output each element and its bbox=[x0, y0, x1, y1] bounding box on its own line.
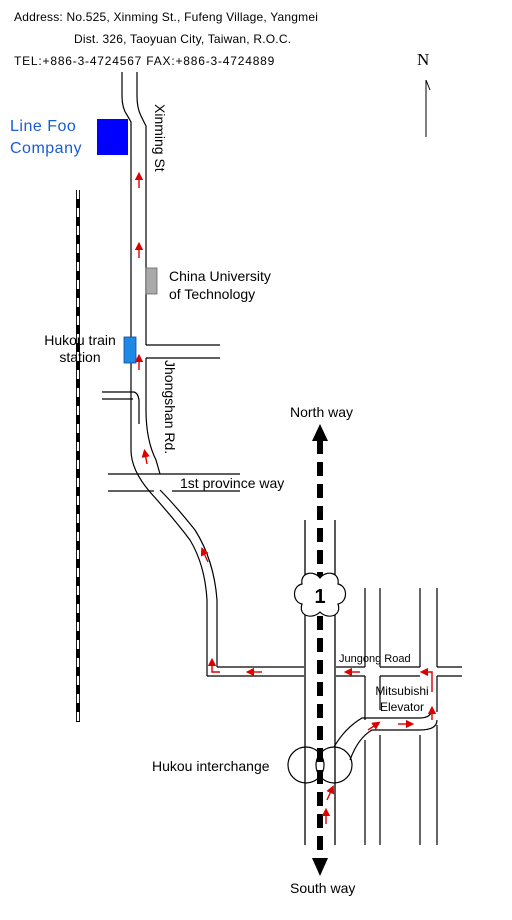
hukou-station-label-line-2: station bbox=[59, 349, 101, 365]
province-way-road bbox=[108, 473, 240, 492]
company-label-line-2: Company bbox=[10, 140, 82, 157]
address-line-1: Address: No.525, Xinming St., Fufeng Vil… bbox=[14, 10, 319, 24]
route-arrow bbox=[419, 667, 433, 692]
mitsubishi-label-line-1: Mitsubishi bbox=[375, 684, 429, 698]
jhongshan-road-label: Jhongshan Rd. bbox=[162, 360, 178, 455]
company-label: Line Foo Company bbox=[10, 116, 82, 160]
compass-north-label: N bbox=[417, 50, 429, 69]
hukou-interchange-ramps bbox=[287, 707, 438, 784]
highway-1 bbox=[304, 424, 336, 876]
china-university-label-line-2: of Technology bbox=[169, 286, 256, 302]
hukou-station-marker bbox=[123, 336, 137, 364]
highway-shield-icon: 1 bbox=[293, 572, 347, 617]
province-way-label: 1st province way bbox=[180, 475, 285, 491]
compass-icon bbox=[425, 79, 431, 137]
china-university-label-line-1: China University bbox=[169, 268, 271, 284]
mitsubishi-label-line-2: Elevator bbox=[379, 700, 425, 714]
route-arrow bbox=[367, 721, 381, 731]
hukou-station-label-line-1: Hukou train bbox=[44, 332, 116, 348]
route-arrow bbox=[207, 657, 220, 673]
highway-shield-number: 1 bbox=[314, 586, 325, 608]
route-arrow bbox=[326, 785, 335, 801]
route-arrow bbox=[200, 547, 209, 563]
company-marker bbox=[97, 119, 128, 155]
north-way-label: North way bbox=[290, 404, 354, 420]
hukou-interchange-label: Hukou interchange bbox=[152, 758, 270, 774]
jungong-road-label: Jungong Road bbox=[339, 653, 411, 665]
china-university-marker bbox=[145, 267, 158, 295]
south-arrow-head bbox=[312, 858, 328, 876]
east-streets bbox=[364, 588, 438, 845]
xinming-street bbox=[121, 72, 218, 676]
south-way-label: South way bbox=[290, 880, 356, 896]
address-line-2: Dist. 326, Taoyuan City, Taiwan, R.O.C. bbox=[74, 32, 292, 46]
mitsubishi-elevator-label: Mitsubishi Elevator bbox=[366, 683, 438, 715]
company-label-line-1: Line Foo bbox=[10, 118, 77, 135]
xinming-street-label: Xinming St bbox=[152, 104, 168, 172]
hukou-station-label: Hukou train station bbox=[30, 332, 130, 366]
station-side-road bbox=[102, 344, 220, 424]
address-contact: TEL:+886-3-4724567 FAX:+886-3-4724889 bbox=[14, 54, 276, 68]
north-arrow-head bbox=[312, 424, 328, 441]
route-arrow bbox=[141, 448, 150, 465]
route-arrows bbox=[134, 171, 437, 824]
